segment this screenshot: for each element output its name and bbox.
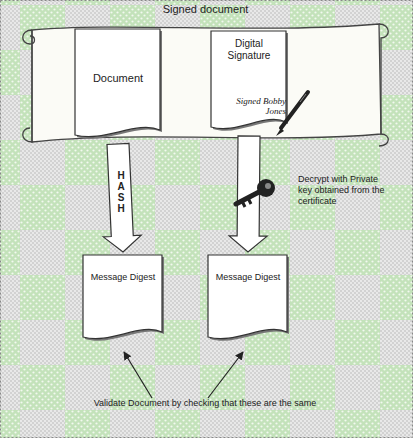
scroll-edge [379,24,388,146]
page-edge [75,29,160,137]
page-outline [72,26,164,144]
hollow-arrow [229,136,267,252]
digest-page: Message Digest [205,252,291,346]
digest-page: Message Digest [80,252,166,346]
page-title: Document [76,72,160,85]
page-outline [80,252,166,346]
page-edge [208,255,287,339]
scroll-outline [18,20,393,148]
signature-text: Signed Bobby Jones [234,96,286,117]
pointer-arrow [208,352,243,398]
scroll-heading: Signed document [18,3,393,16]
hollow-arrow [103,143,141,252]
document-page: Document [72,26,164,144]
scroll-sheet: Signed documentDocumentDigital Signature… [18,20,393,148]
note-text: Validate Document by checking that these… [70,398,340,409]
pointer-arrow [124,352,152,398]
scroll-edge [23,30,35,142]
signature-page: Digital SignatureSigned Bobby Jones [208,28,290,136]
edge-label: HASH [116,170,126,214]
page-outline [205,252,291,346]
page-title: Digital Signature [218,38,280,61]
page-title: Message Digest [215,272,281,282]
page-edge [211,31,286,129]
page-edge [83,255,162,339]
page-title: Message Digest [90,272,156,282]
key-symbol [236,179,275,207]
pen-symbol [276,92,308,136]
note-text: Decrypt with Private key obtained from t… [298,174,390,206]
scroll-edge [32,24,381,142]
